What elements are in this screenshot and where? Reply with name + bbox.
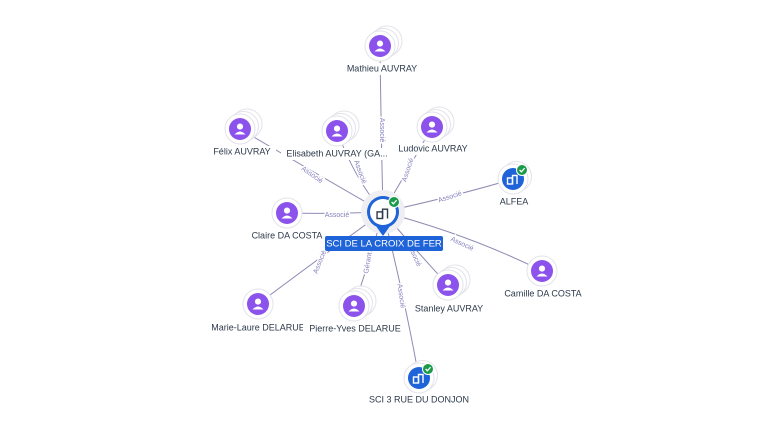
node-label: Mathieu AUVRAY: [339, 63, 425, 75]
edge-label-halo: Associé: [378, 118, 385, 143]
edge-label: Associé: [449, 236, 474, 253]
node-claire[interactable]: Claire DA COSTA: [246, 197, 328, 242]
user-head: [376, 40, 384, 47]
node-elisabeth[interactable]: Elisabeth AUVRAY (GA...: [281, 110, 393, 160]
node-label-text: Stanley AUVRAY: [415, 303, 483, 313]
user-body: [442, 287, 454, 291]
user-icon: [437, 274, 459, 296]
node-stanley[interactable]: Stanley AUVRAY: [408, 264, 490, 315]
user-icon: [421, 116, 443, 138]
user-head: [236, 123, 244, 130]
center-node[interactable]: SCI DE LA CROIX DE FER: [325, 190, 443, 251]
user-icon: [369, 35, 391, 57]
check-icon: [388, 196, 400, 208]
node-mathieu[interactable]: Mathieu AUVRAY: [339, 25, 425, 75]
node-label: Félix AUVRAY: [208, 146, 276, 158]
node-camille[interactable]: Camille DA COSTA: [497, 255, 589, 300]
node-label: Stanley AUVRAY: [408, 303, 490, 315]
label-bg: [494, 196, 534, 208]
user-icon: [229, 118, 251, 140]
user-icon: [531, 260, 553, 282]
user-icon: [326, 120, 348, 142]
node-label-text: Camille DA COSTA: [504, 288, 581, 298]
node-label-text: Elisabeth AUVRAY (GA...: [286, 148, 387, 158]
node-label-text: Mathieu AUVRAY: [347, 63, 417, 73]
user-body: [348, 308, 360, 312]
node-label-text: Félix AUVRAY: [213, 146, 270, 156]
user-body: [374, 48, 386, 52]
user-body: [281, 215, 293, 219]
node-label: Pierre-Yves DELARUE: [303, 323, 407, 335]
node-marielaure[interactable]: Marie-Laure DELARUE: [206, 288, 310, 334]
building-icon: [376, 208, 389, 220]
user-icon: [276, 202, 298, 224]
user-icon: [343, 295, 365, 317]
node-label-text: Claire DA COSTA: [252, 230, 323, 240]
user-head: [333, 125, 341, 132]
node-label: Camille DA COSTA: [497, 288, 589, 300]
edge-label: Gérant: [363, 252, 374, 274]
node-label: Ludovic AUVRAY: [392, 143, 474, 155]
label-bg: [408, 303, 490, 315]
label-bg: [303, 323, 407, 335]
label-bg: [208, 146, 276, 158]
center-label: SCI DE LA CROIX DE FER: [326, 239, 442, 250]
center-pointer: [376, 226, 390, 236]
node-label: Elisabeth AUVRAY (GA...: [281, 148, 393, 160]
node-label-text: Marie-Laure DELARUE: [211, 322, 305, 332]
node-label-text: Ludovic AUVRAY: [398, 143, 467, 153]
node-label-text: Pierre-Yves DELARUE: [309, 323, 401, 333]
edge-label: Associé: [325, 212, 350, 219]
node-label: ALFEA: [494, 196, 534, 208]
user-head: [254, 298, 262, 305]
edge-label: Associé: [395, 283, 405, 308]
building-tower: [511, 174, 518, 184]
user-head: [444, 279, 452, 286]
edge-label: Associé: [352, 159, 367, 185]
node-label: SCI 3 RUE DU DONJON: [363, 394, 475, 406]
building-tower: [417, 373, 424, 383]
label-bg: [281, 148, 393, 160]
label-bg: [497, 288, 589, 300]
nodes-layer: Mathieu AUVRAY Félix AUVRAY Elisabeth AUVR…: [206, 25, 589, 407]
user-body: [331, 133, 343, 137]
check-icon: [516, 164, 528, 176]
user-icon: [247, 293, 269, 315]
edge-label: Associé: [401, 157, 415, 183]
user-head: [538, 265, 546, 272]
node-pierreyves[interactable]: Pierre-Yves DELARUE: [303, 285, 407, 335]
node-ludovic[interactable]: Ludovic AUVRAY: [392, 106, 474, 155]
center-label-bg: [325, 236, 443, 251]
node-label-text: SCI 3 RUE DU DONJON: [369, 394, 469, 404]
user-body: [536, 273, 548, 277]
node-label: Marie-Laure DELARUE: [206, 322, 310, 334]
user-body: [426, 129, 438, 133]
label-bg: [363, 394, 475, 406]
node-felix[interactable]: Félix AUVRAY: [208, 108, 276, 158]
edge-label: Associé: [378, 118, 385, 143]
edge-label-halo: Associé: [325, 212, 350, 219]
edge-label: Associé: [437, 190, 463, 204]
user-head: [428, 121, 436, 128]
label-bg: [392, 143, 474, 155]
user-head: [283, 207, 291, 214]
label-bg: [339, 63, 425, 75]
node-label: Claire DA COSTA: [246, 230, 328, 242]
node-sci3[interactable]: SCI 3 RUE DU DONJON: [363, 360, 475, 407]
user-head: [350, 300, 358, 307]
building-tower: [381, 208, 389, 219]
user-body: [252, 306, 264, 310]
label-bg: [246, 230, 328, 242]
node-alfea[interactable]: ALFEA: [494, 161, 534, 209]
user-body: [234, 131, 246, 135]
label-bg: [206, 322, 310, 334]
check-icon: [422, 363, 434, 375]
node-label-text: ALFEA: [500, 196, 529, 206]
